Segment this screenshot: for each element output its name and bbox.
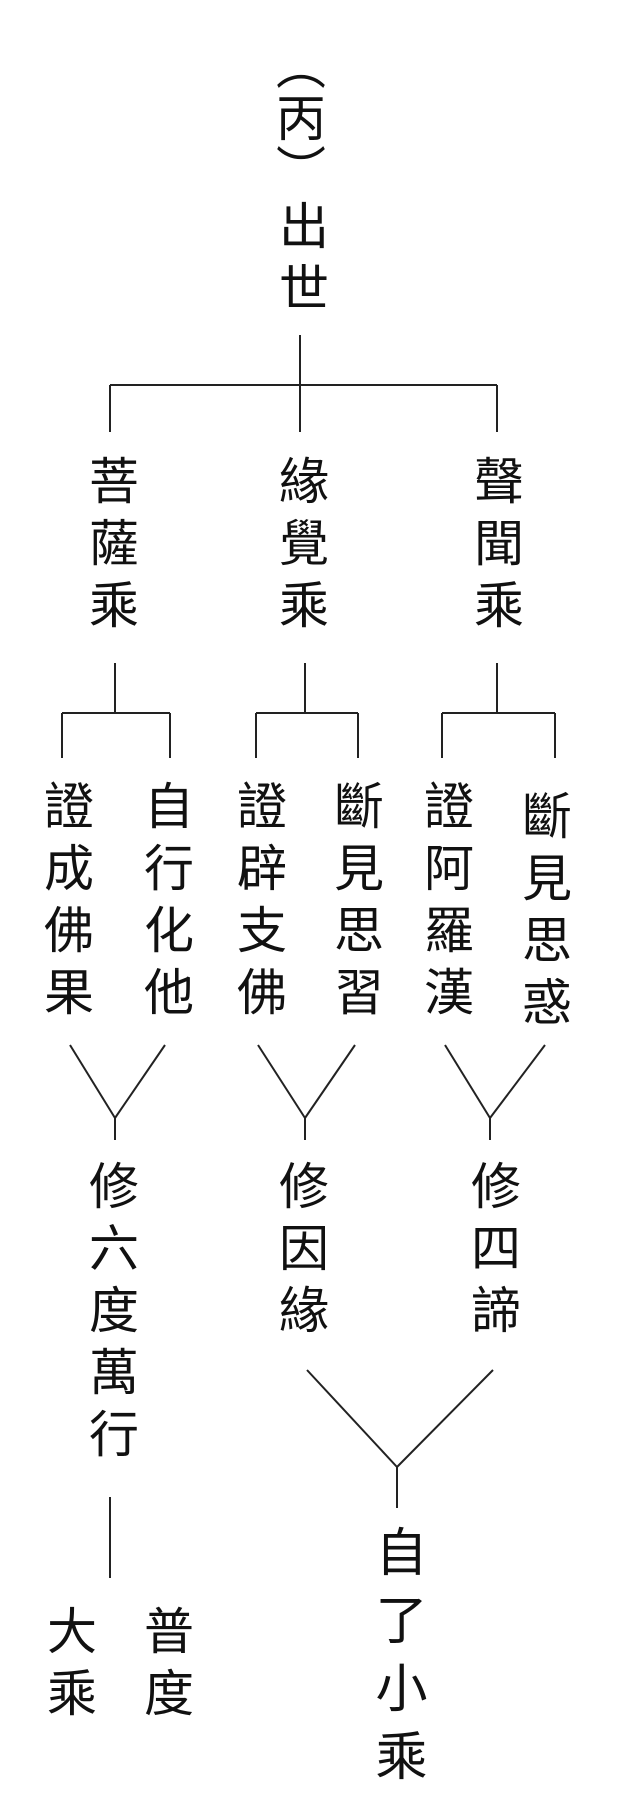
- fruit-sravaka-a: 證阿羅漢: [416, 780, 474, 1028]
- hinayana-merge-left: [306, 1369, 398, 1468]
- title-paren: （丙）: [268, 40, 326, 196]
- pratyeka-merge-left: [257, 1044, 306, 1119]
- sravaka-merge-left: [444, 1044, 491, 1119]
- fruit-pratyeka-b: 斷見思習: [326, 780, 384, 1028]
- hinayana-merge-right: [396, 1369, 494, 1468]
- practice-pratyeka: 修因緣: [271, 1160, 329, 1346]
- vehicle-bodhisattva: 菩薩乘: [81, 455, 139, 641]
- bodhi-merge-right: [114, 1044, 166, 1119]
- outcome-mahayana-a: 普度: [136, 1605, 194, 1729]
- practice-bodhisattva: 修六度萬行: [81, 1160, 139, 1470]
- fruit-bodhisattva-a: 證成佛果: [36, 780, 94, 1028]
- practice-sravaka: 修四諦: [463, 1160, 521, 1346]
- fruit-pratyeka-a: 證辟支佛: [229, 780, 287, 1028]
- vehicle-sravaka: 聲聞乘: [466, 455, 524, 641]
- bodhi-merge-left: [69, 1044, 116, 1119]
- outcome-mahayana-b: 大乘: [39, 1605, 97, 1729]
- vehicle-pratyeka: 緣覺乘: [271, 455, 329, 641]
- sravaka-merge-right: [489, 1044, 546, 1119]
- pratyeka-merge-right: [304, 1044, 356, 1119]
- fruit-bodhisattva-b: 自行化他: [136, 780, 194, 1028]
- fruit-sravaka-b: 斷見思惑: [514, 790, 572, 1038]
- outcome-hinayana: 自了小乘: [366, 1525, 426, 1797]
- title-main: 出世: [271, 200, 329, 324]
